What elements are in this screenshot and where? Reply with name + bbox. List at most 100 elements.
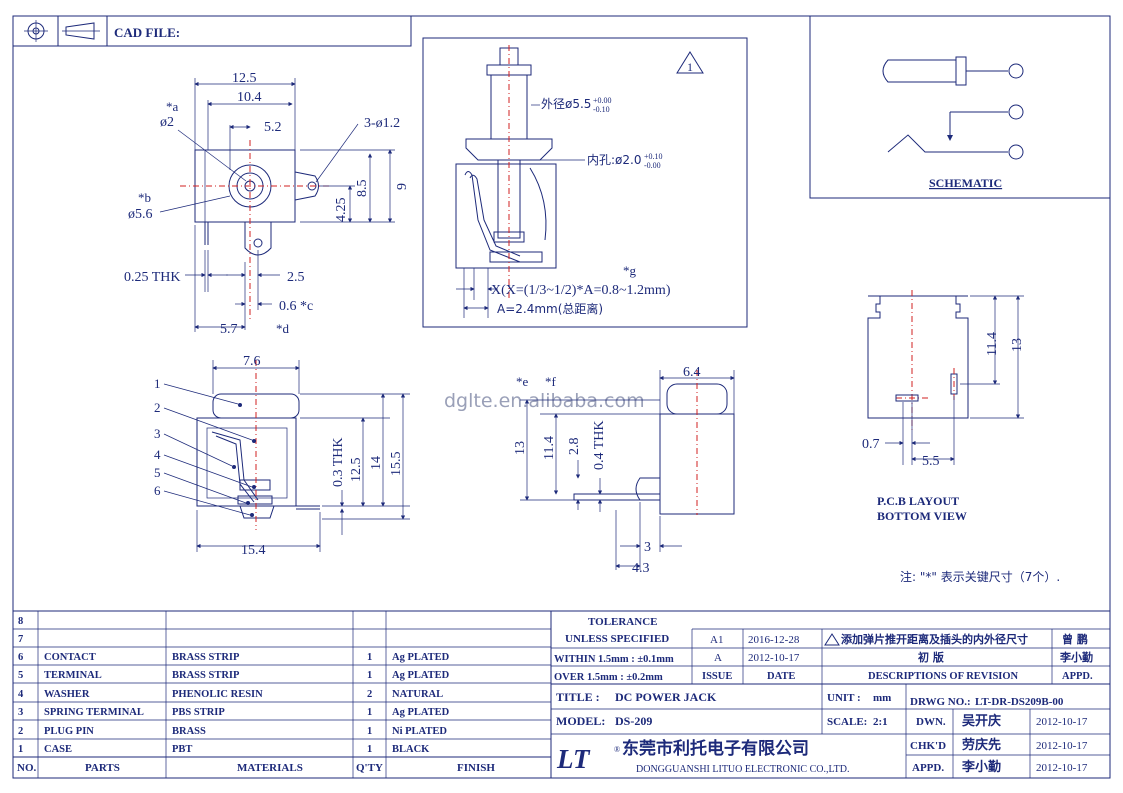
bom-cell-part: CONTACT — [44, 652, 96, 663]
rev1-appd: 曾 鹏 — [1062, 632, 1088, 646]
title-block: TITLE : DC POWER JACK UNIT : mm DRWG NO.… — [551, 684, 1110, 778]
chk-value: 劳庆先 — [962, 737, 1001, 753]
x-note: X(X=(1/3~1/2)*A=0.8~1.2mm) — [491, 283, 671, 298]
dim-10-4: 10.4 — [237, 90, 262, 105]
dim-12-5: 12.5 — [232, 71, 257, 86]
bom-cell-qty: 1 — [367, 744, 372, 755]
front-view: 6.4 *e *f 13 11.4 2.8 0.4 THK 3 4.3 — [513, 365, 735, 576]
callout-5: 5 — [154, 465, 161, 480]
pcb-title-1: P.C.B LAYOUT — [877, 494, 959, 508]
bom-cell-qty: 2 — [367, 689, 372, 700]
bom-cell-mat: BRASS STRIP — [172, 670, 240, 681]
drwg-label: DRWG NO.: — [910, 696, 971, 708]
bom-cell-part: TERMINAL — [44, 670, 102, 681]
callout-4: 4 — [154, 447, 161, 462]
bom-cell-no: 7 — [18, 634, 23, 645]
bom-header-finish: FINISH — [457, 762, 495, 774]
dim-15-5: 15.5 — [389, 452, 404, 477]
dim-5-2: 5.2 — [264, 120, 282, 135]
schematic-label: SCHEMATIC — [929, 176, 1002, 190]
rev-header-date: DATE — [767, 671, 795, 682]
key-a: *a — [166, 99, 179, 114]
dim-0-6-c: 0.6 *c — [279, 299, 313, 314]
callout-6: 6 — [154, 483, 161, 498]
tolerance-over: OVER 1.5mm : ±0.2mm — [554, 672, 663, 683]
cad-header: CAD FILE: — [12, 15, 412, 47]
sheet-border — [12, 15, 1111, 779]
bom-cell-no: 3 — [18, 707, 23, 718]
key-note: 注: "*" 表示关键尺寸（7个）. — [900, 569, 1060, 584]
inner-dia-label: 内孔:ø2.0 — [587, 153, 641, 167]
inner-tol-dn: -0.00 — [644, 161, 661, 170]
dim-0-25-thk: 0.25 THK — [124, 270, 181, 285]
outer-tol-dn: -0.10 — [593, 105, 610, 114]
dim-12-5-side: 12.5 — [349, 458, 364, 483]
dim-9: 9 — [395, 183, 410, 190]
dim-2-8: 2.8 — [567, 438, 582, 456]
dim-0-7: 0.7 — [862, 437, 880, 452]
bom-header-materials: MATERIALS — [237, 762, 303, 774]
bom-cell-no: 5 — [18, 670, 23, 681]
model-value: DS-209 — [615, 714, 652, 728]
bom-cell-fin: Ni PLATED — [392, 726, 447, 737]
bom-cell-mat: BRASS — [172, 726, 206, 737]
dwn-label: DWN. — [916, 716, 946, 728]
rev-header-issue: ISSUE — [702, 671, 732, 682]
dwn-date: 2012-10-17 — [1036, 716, 1088, 728]
company-logo: LT — [556, 744, 591, 774]
dim-5-5: 5.5 — [922, 454, 940, 469]
inner-tol-up: +0.10 — [644, 152, 663, 161]
schematic: SCHEMATIC — [809, 15, 1111, 199]
dim-15-4: 15.4 — [241, 543, 266, 558]
pcb-title-2: BOTTOM VIEW — [877, 509, 967, 523]
bom-cell-mat: PBT — [172, 744, 192, 755]
rev2-desc: 初 版 — [918, 650, 944, 664]
bom-header-parts: PARTS — [85, 762, 120, 774]
key-g: *g — [623, 263, 637, 278]
pcb-layout: 11.4 13 0.7 5.5 P.C.B LAYOUT BOTTOM VIEW — [862, 290, 1025, 523]
tolerance-subtitle: UNLESS SPECIFIED — [565, 633, 669, 645]
bom-cell-no: 6 — [18, 652, 23, 663]
title-value: DC POWER JACK — [615, 690, 717, 704]
title-label: TITLE : — [556, 690, 600, 704]
callout-3: 3 — [154, 426, 161, 441]
dim-11-4-pcb: 11.4 — [985, 332, 1000, 356]
dim-14: 14 — [369, 456, 384, 470]
rev1-issue: A1 — [710, 634, 723, 646]
chk-label: CHK'D — [910, 740, 946, 752]
rev2-appd: 李小勤 — [1059, 650, 1093, 664]
bom-cell-part: PLUG PIN — [44, 726, 94, 737]
outer-dia-label: 外径ø5.5 — [541, 97, 591, 111]
dim-7-6: 7.6 — [243, 354, 261, 369]
dim-4-25: 4.25 — [334, 198, 349, 223]
dim-4-3: 4.3 — [632, 561, 650, 576]
dim-3: 3 — [644, 540, 651, 555]
registered-mark-icon: ® — [614, 745, 620, 754]
top-view: 12.5 10.4 5.2 3-ø1.2 *a ø2 *b ø5.6 4.25 … — [124, 71, 410, 337]
bom-cell-no: 4 — [18, 689, 24, 700]
bom-cell-fin: BLACK — [392, 744, 430, 755]
rev2-date: 2012-10-17 — [748, 652, 800, 664]
tolerance-within: WITHIN 1.5mm : ±0.1mm — [554, 654, 674, 665]
bom-cell-fin: Ag PLATED — [392, 652, 450, 663]
bom-cell-no: 1 — [18, 744, 23, 755]
bom-cell-part: SPRING TERMINAL — [44, 707, 144, 718]
warning-triangle-icon — [676, 51, 704, 74]
rev1-desc: 添加弹片推开距离及插头的内外径尺寸 — [841, 632, 1028, 646]
unit-label: UNIT : — [827, 692, 861, 704]
bom-cell-fin: Ag PLATED — [392, 670, 450, 681]
bom-cell-mat: PHENOLIC RESIN — [172, 689, 263, 700]
dim-5-7: 5.7 — [220, 322, 238, 337]
warning-number: 1 — [687, 60, 693, 74]
dim-13-front: 13 — [513, 441, 528, 455]
rev2-issue: A — [714, 652, 722, 664]
appd-label: APPD. — [912, 762, 944, 774]
key-e: *e — [516, 374, 529, 389]
key-d: *d — [276, 321, 290, 336]
section-view: 1 外径ø5.5 +0.00 -0.10 内孔:ø2.0 +0.10 -0.00… — [422, 37, 748, 328]
rev1-date: 2016-12-28 — [748, 634, 800, 646]
rev-header-desc: DESCRIPTIONS OF REVISION — [868, 671, 1019, 682]
bom-header-qty: Q'TY — [356, 762, 383, 774]
dim-6-4: 6.4 — [683, 365, 701, 380]
